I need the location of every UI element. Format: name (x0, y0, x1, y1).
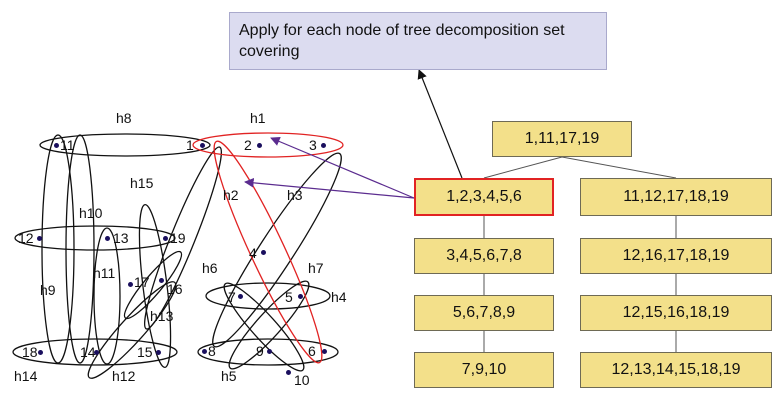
hyperedge-h3 (212, 152, 342, 348)
vertex-dot-13 (105, 236, 110, 241)
vertex-dot-4 (261, 250, 266, 255)
tree-node-left-3: 7,9,10 (414, 352, 554, 388)
vertex-dot-17 (128, 282, 133, 287)
vertex-dot-12 (37, 236, 42, 241)
vertex-label-13: 13 (113, 230, 129, 246)
hyperedge-h10 (14, 225, 176, 251)
vertex-label-19: 19 (170, 230, 186, 246)
hyperedge-label-h9: h9 (40, 282, 56, 298)
h1-pointer-arrow (270, 136, 415, 199)
vertex-label-9: 9 (256, 343, 264, 359)
vertex-dot-2 (257, 143, 262, 148)
hyperedge-h9-left (41, 134, 75, 364)
hyperedge-h8 (39, 133, 211, 157)
vertex-label-5: 5 (285, 289, 293, 305)
vertex-dot-8 (202, 349, 207, 354)
vertex-label-16: 16 (167, 281, 183, 297)
callout-text: Apply for each node of tree decompositio… (239, 22, 565, 60)
hyperedge-label-h6: h6 (202, 260, 218, 276)
hyperedge-h9-right (65, 134, 95, 364)
tree-node-right-2: 12,15,16,18,19 (580, 295, 772, 331)
callout-box: Apply for each node of tree decompositio… (229, 12, 607, 70)
tree-node-right-1: 12,16,17,18,19 (580, 238, 772, 274)
hyperedge-label-h15: h15 (130, 175, 154, 191)
vertex-dot-16 (159, 278, 164, 283)
vertex-label-12: 12 (18, 230, 34, 246)
vertex-dot-10 (286, 370, 291, 375)
vertex-label-14: 14 (80, 344, 96, 360)
tree-edge (561, 156, 677, 179)
vertex-label-6: 6 (308, 343, 316, 359)
tree-node-right-3: 12,13,14,15,18,19 (580, 352, 772, 388)
vertex-dot-6 (322, 349, 327, 354)
tree-edge (483, 156, 563, 179)
tree-edges (483, 156, 677, 352)
hyperedge-label-h12: h12 (112, 368, 136, 384)
hyperedge-h1 (192, 132, 344, 158)
vertex-label-18: 18 (22, 344, 38, 360)
vertex-dot-1 (200, 143, 205, 148)
hyperedge-h13 (138, 203, 172, 369)
hyperedge-label-h11: h11 (93, 265, 116, 281)
hyperedge-label-h10: h10 (79, 205, 103, 221)
highlighted-hyperedges (192, 132, 344, 364)
hyperedge-label-h5: h5 (221, 368, 237, 384)
hyperedge-label-h3: h3 (287, 187, 303, 203)
hyperedge-h11 (93, 227, 121, 365)
hyperedge-h15 (143, 146, 223, 330)
hyperedges (12, 133, 342, 379)
vertex-dot-3 (321, 143, 326, 148)
tree-node-left-2: 5,6,7,8,9 (414, 295, 554, 331)
vertex-dot-7 (238, 294, 243, 299)
hyperedge-h7 (228, 280, 310, 370)
hyperedge-h6 (223, 282, 305, 372)
callout-arrow (417, 69, 463, 179)
vertex-label-11: 11 (60, 137, 75, 153)
hyperedge-label-h1: h1 (250, 110, 266, 126)
tree-node-left-0: 1,2,3,4,5,6 (414, 178, 554, 216)
hyperedge-label-h13: h13 (150, 308, 174, 324)
hyperedge-h2 (213, 140, 323, 364)
hyperedge-label-h14: h14 (14, 368, 38, 384)
vertex-dot-15 (156, 350, 161, 355)
hyperedge-label-h2: h2 (223, 187, 239, 203)
vertex-label-7: 7 (228, 289, 236, 305)
vertex-dot-9 (267, 349, 272, 354)
hyperedge-label-h4: h4 (331, 289, 347, 305)
vertex-label-8: 8 (208, 343, 216, 359)
tree-node-right-0: 11,12,17,18,19 (580, 178, 772, 216)
vertex-dot-19 (163, 236, 168, 241)
vertex-label-2: 2 (244, 137, 252, 153)
vertex-label-15: 15 (137, 344, 153, 360)
hyperedge-h17-16 (123, 250, 183, 320)
tree-node-root: 1,11,17,19 (492, 121, 632, 157)
vertex-dot-5 (298, 294, 303, 299)
hyperedge-h14 (87, 281, 177, 379)
vertex-label-4: 4 (249, 245, 257, 261)
h2-pointer-arrow (244, 178, 415, 199)
vertex-label-17: 17 (134, 274, 150, 290)
vertex-label-3: 3 (309, 137, 317, 153)
hyperedge-label-h7: h7 (308, 260, 324, 276)
tree-node-left-1: 3,4,5,6,7,8 (414, 238, 554, 274)
vertex-label-1: 1 (186, 137, 194, 153)
hyperedge-h12-h14 (12, 338, 178, 366)
vertex-label-10: 10 (294, 372, 310, 388)
vertex-dot-18 (38, 350, 43, 355)
hyperedge-label-h8: h8 (116, 110, 132, 126)
vertex-dot-14 (94, 350, 99, 355)
hyperedge-h5 (197, 338, 339, 366)
vertex-dot-11 (54, 143, 59, 148)
